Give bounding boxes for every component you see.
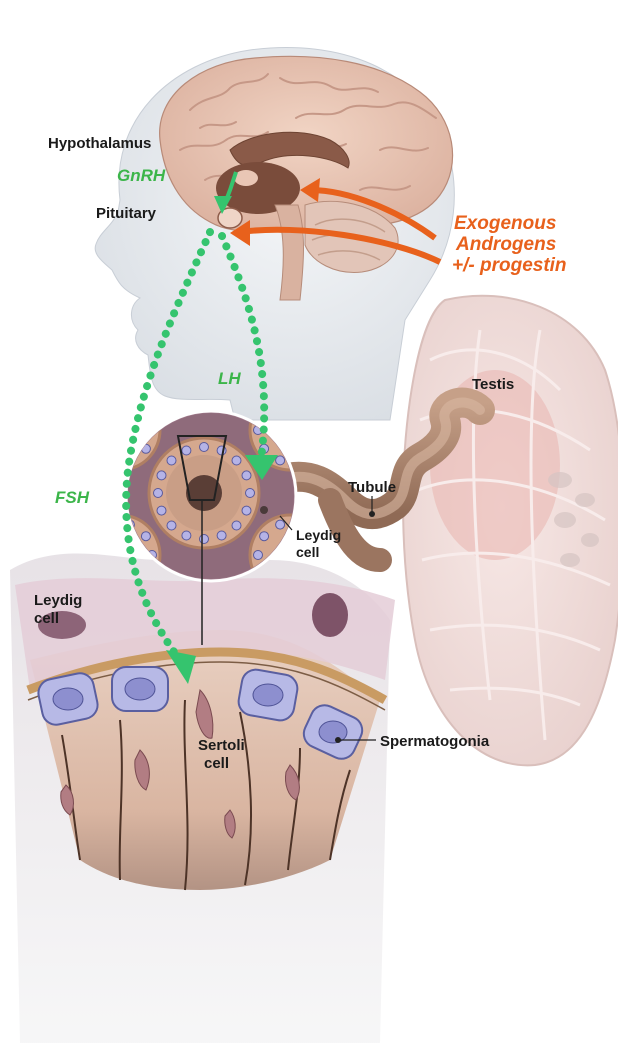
inset-cell-nucleus	[217, 531, 226, 540]
inset-cell-nucleus	[232, 456, 241, 465]
label-tubule: Tubule	[348, 479, 396, 496]
label-gnrh: GnRH	[117, 167, 165, 184]
label-sertoli-1: Sertoli	[198, 737, 245, 754]
inset-cell-nucleus	[167, 456, 176, 465]
inset-cell-nucleus	[106, 456, 115, 465]
label-leydig-main-2: cell	[34, 610, 59, 627]
label-leydig-main-1: Leydig	[34, 592, 82, 609]
inset-cell-nucleus	[90, 407, 99, 416]
inset-cell-nucleus	[106, 395, 115, 404]
label-lh: LH	[218, 370, 241, 387]
label-spermatogonia: Spermatogonia	[380, 733, 489, 750]
inset-cell-nucleus	[141, 532, 150, 541]
inset-cell-nucleus	[260, 532, 269, 541]
hypothalamus-region	[234, 170, 258, 186]
label-leydig-inset-1: Leydig	[296, 527, 341, 543]
inset-cell-nucleus	[90, 444, 99, 453]
label-hypothalamus: Hypothalamus	[48, 135, 151, 152]
inset-cell-nucleus	[242, 471, 251, 480]
label-pituitary: Pituitary	[96, 205, 156, 222]
inset-cell-nucleus	[200, 443, 209, 452]
inset-cell-nucleus	[84, 426, 93, 435]
label-androgens: Androgens	[456, 234, 556, 256]
label-exogenous: Exogenous	[454, 213, 556, 235]
inset-cell-nucleus	[254, 551, 263, 560]
inset-cell-nucleus	[167, 521, 176, 530]
inset-cell-nucleus	[90, 532, 99, 541]
inset-cell-nucleus	[242, 506, 251, 515]
label-testis: Testis	[472, 376, 514, 393]
inset-cell-nucleus	[182, 531, 191, 540]
inset-cell-nucleus	[311, 444, 320, 453]
inset-cell-nucleus	[276, 456, 285, 465]
testis	[403, 296, 618, 766]
leydig-cell-right	[312, 593, 348, 637]
inset-cell-nucleus	[182, 446, 191, 455]
inset-cell-nucleus	[276, 520, 285, 529]
inset-cell-nucleus	[125, 395, 134, 404]
inset-cell-nucleus	[232, 521, 241, 530]
label-fsh: FSH	[55, 489, 89, 506]
inset-cell-nucleus	[157, 471, 166, 480]
inset-cell-nucleus	[106, 520, 115, 529]
inset-cell-nucleus	[157, 506, 166, 515]
inset-cell-nucleus	[154, 489, 163, 498]
label-progestin: +/- progestin	[452, 255, 567, 277]
inset-cell-nucleus	[246, 489, 255, 498]
label-leydig-inset-2: cell	[296, 544, 319, 560]
inset-cell-nucleus	[200, 535, 209, 544]
label-sertoli-2: cell	[204, 755, 229, 772]
inset-cell-nucleus	[318, 426, 327, 435]
